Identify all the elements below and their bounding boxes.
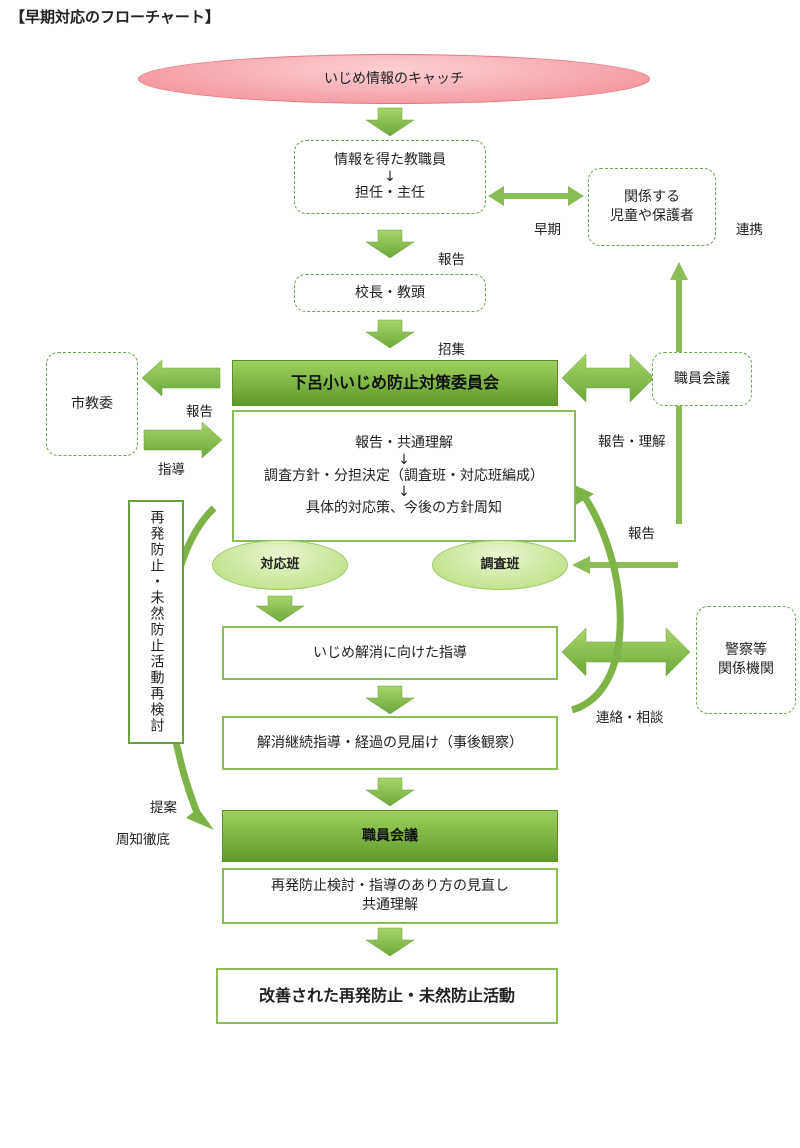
down-arrow-1 (365, 107, 415, 137)
down-arrow-2 (365, 229, 415, 259)
down-arrow-4 (255, 595, 305, 623)
report-label-1: 報告 (438, 252, 465, 268)
left-arrow-city (141, 359, 221, 397)
review-line-2: 共通理解 (362, 897, 418, 913)
process-line-3: 具体的対応策、今後の方針周知 (306, 500, 502, 517)
double-arrow-meeting (561, 353, 655, 403)
committee-bar: 下呂小いじめ防止対策委員会 (232, 360, 558, 406)
staff-meeting-right-label: 職員会議 (674, 370, 730, 387)
result-label: 改善された再発防止・未然防止活動 (258, 986, 515, 1006)
staff-info-line-1: 情報を得た教職員 (334, 152, 446, 169)
staff-meeting-main-bar: 職員会議 (222, 810, 558, 862)
cooperation-label: 連携 (736, 222, 763, 238)
review-line-1: 再発防止検討・指導のあり方の見直し (271, 878, 509, 895)
page-title: 【早期対応のフローチャート】 (10, 8, 220, 26)
down-arrow-3 (365, 319, 415, 349)
recurrence-review-box: 再発防止・未然防止活動再検討 (128, 500, 184, 744)
related-parties-label: 関係する 児童や保護者 (610, 189, 694, 224)
response-team-ellipse: 対応班 (212, 540, 348, 590)
staff-info-line-2: 担任・主任 (355, 185, 425, 201)
report-city-label: 報告 (186, 404, 213, 420)
process-arrow-2: ↓ (398, 484, 410, 501)
report-understand-label: 報告・理解 (598, 434, 666, 450)
related-parties-box: 関係する 児童や保護者 (588, 168, 716, 246)
staff-info-box: 情報を得た教職員 ↓ 担任・主任 (294, 140, 486, 214)
process-arrow-1: ↓ (398, 451, 410, 468)
down-arrow-6 (365, 777, 415, 807)
convene-label: 招集 (438, 342, 465, 358)
principal-box: 校長・教頭 (294, 274, 486, 312)
info-catch-ellipse: いじめ情報のキャッチ (138, 54, 650, 104)
staff-meeting-right-box: 職員会議 (652, 352, 752, 406)
principal-label: 校長・教頭 (355, 284, 425, 301)
follow-up-label: 解消継続指導・経過の見届け（事後観察） (257, 734, 523, 751)
report-label-2: 報告 (628, 526, 655, 542)
police-box: 警察等 関係機関 (696, 606, 796, 714)
propose-label: 提案 (150, 800, 177, 816)
down-arrow-5 (365, 685, 415, 715)
investigation-team-label: 調査班 (480, 557, 520, 573)
guidance-box: いじめ解消に向けた指導 (222, 626, 558, 680)
police-label: 警察等 関係機関 (718, 642, 774, 677)
double-arrow-police (561, 627, 691, 677)
staff-info-arrow: ↓ (384, 169, 396, 185)
right-arrow-city (143, 421, 223, 459)
notify-label: 周知徹底 (116, 832, 170, 848)
down-arrow-7 (365, 927, 415, 957)
response-team-label: 対応班 (260, 557, 300, 573)
process-line-2: 調査方針・分担決定（調査班・対応班編成） (264, 467, 544, 484)
city-board-box: 市教委 (46, 352, 138, 456)
review-box: 再発防止検討・指導のあり方の見直し 共通理解 (222, 868, 558, 924)
guidance-label: いじめ解消に向けた指導 (313, 644, 467, 661)
committee-label: 下呂小いじめ防止対策委員会 (290, 373, 499, 393)
staff-meeting-main-label: 職員会議 (362, 827, 418, 844)
recurrence-review-label: 再発防止・未然防止活動再検討 (148, 510, 165, 734)
process-line-1: 報告・共通理解 (355, 434, 453, 451)
result-box: 改善された再発防止・未然防止活動 (216, 968, 558, 1024)
contact-consult-label: 連絡・相談 (596, 710, 664, 726)
guide-city-label: 指導 (158, 462, 185, 478)
follow-up-box: 解消継続指導・経過の見届け（事後観察） (222, 716, 558, 770)
info-catch-label: いじめ情報のキャッチ (324, 70, 464, 87)
investigation-team-ellipse: 調査班 (432, 540, 568, 590)
process-box: 報告・共通理解 ↓ 調査方針・分担決定（調査班・対応班編成） ↓ 具体的対応策、… (232, 410, 576, 542)
city-board-label: 市教委 (71, 395, 113, 412)
early-label: 早期 (534, 222, 561, 238)
